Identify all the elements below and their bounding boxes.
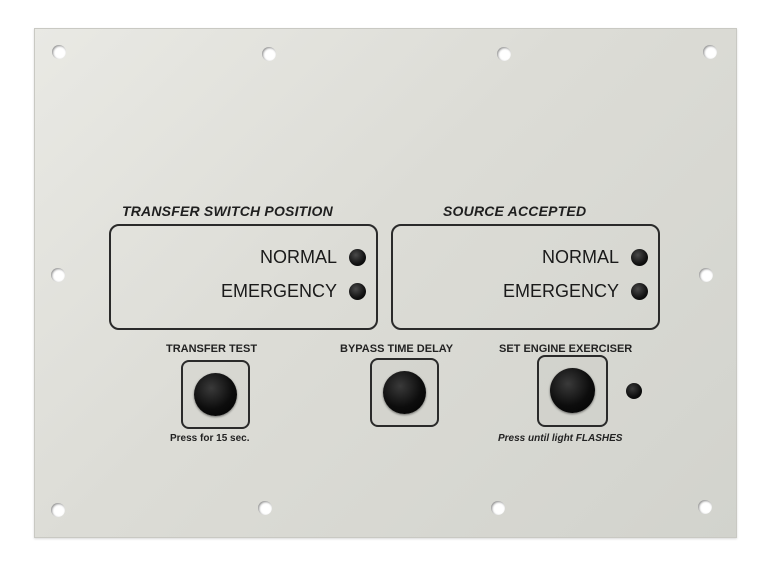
sa-normal-label: NORMAL <box>541 247 619 267</box>
ts-normal-row: NORMAL <box>260 247 366 268</box>
mounting-hole-icon <box>258 501 272 515</box>
push-button-icon <box>550 368 595 413</box>
mounting-hole-icon <box>51 268 65 282</box>
ts-emergency-row: EMERGENCY <box>221 281 366 302</box>
transfer-test-label: TRANSFER TEST <box>166 343 258 355</box>
transfer-test-button[interactable] <box>181 360 250 429</box>
push-button-icon <box>383 371 426 414</box>
ts-normal-indicator-icon <box>349 249 366 266</box>
mounting-hole-icon <box>262 47 276 61</box>
bypass-time-delay-label: BYPASS TIME DELAY <box>340 343 454 355</box>
source-accepted-title: SOURCE ACCEPTED <box>443 203 587 219</box>
ts-emergency-indicator-icon <box>349 283 366 300</box>
bypass-time-delay-button[interactable] <box>370 358 439 427</box>
sa-normal-row: NORMAL <box>542 247 648 268</box>
set-engine-exerciser-note: Press until light FLASHES <box>498 433 623 444</box>
sa-normal-indicator-icon <box>631 249 648 266</box>
mounting-hole-icon <box>497 47 511 61</box>
source-accepted-box: NORMAL EMERGENCY <box>391 224 660 330</box>
transfer-switch-title: TRANSFER SWITCH POSITION <box>122 203 333 219</box>
control-panel: TRANSFER SWITCH POSITION NORMAL EMERGENC… <box>34 28 737 538</box>
sa-emergency-label: EMERGENCY <box>502 281 619 301</box>
transfer-switch-box: NORMAL EMERGENCY <box>109 224 378 330</box>
mounting-hole-icon <box>703 45 717 59</box>
ts-emergency-label: EMERGENCY <box>220 281 337 301</box>
set-engine-exerciser-button[interactable] <box>537 355 608 427</box>
mounting-hole-icon <box>52 45 66 59</box>
mounting-hole-icon <box>698 500 712 514</box>
mounting-hole-icon <box>491 501 505 515</box>
sa-emergency-row: EMERGENCY <box>503 281 648 302</box>
transfer-test-note: Press for 15 sec. <box>170 433 250 444</box>
mounting-hole-icon <box>51 503 65 517</box>
sa-emergency-indicator-icon <box>631 283 648 300</box>
exerciser-indicator-icon <box>626 383 642 399</box>
ts-normal-label: NORMAL <box>259 247 337 267</box>
set-engine-exerciser-label: SET ENGINE EXERCISER <box>499 343 633 355</box>
mounting-hole-icon <box>699 268 713 282</box>
push-button-icon <box>194 373 237 416</box>
